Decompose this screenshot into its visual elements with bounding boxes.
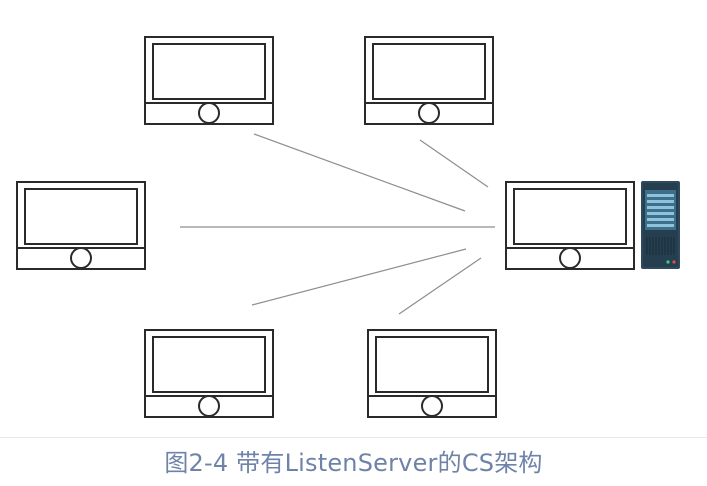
client-monitor-middle-left — [16, 181, 146, 270]
status-led-green — [666, 260, 670, 264]
monitor-icon — [144, 329, 274, 418]
figure-caption: 图2-4 带有ListenServer的CS架构 — [164, 449, 543, 477]
caption-divider — [0, 437, 707, 438]
monitor-icon — [505, 181, 635, 270]
link-top-right-to-server — [419, 139, 489, 188]
monitor-icon — [16, 181, 146, 270]
listen-server-monitor — [505, 181, 635, 270]
cs-architecture-diagram — [16, 36, 680, 418]
client-monitor-top-right — [364, 36, 494, 125]
client-monitor-top-left — [144, 36, 274, 125]
link-bottom-right-to-server — [398, 257, 482, 315]
link-bottom-left-to-server — [251, 248, 467, 306]
monitor-icon — [364, 36, 494, 125]
link-top-left-to-server — [253, 133, 466, 212]
connection-lines — [180, 133, 495, 315]
client-monitor-bottom-right — [367, 329, 497, 418]
monitor-icon — [144, 36, 274, 125]
server-tower-icon — [641, 181, 680, 269]
monitor-icon — [367, 329, 497, 418]
status-led-red — [672, 260, 676, 264]
client-monitor-bottom-left — [144, 329, 274, 418]
